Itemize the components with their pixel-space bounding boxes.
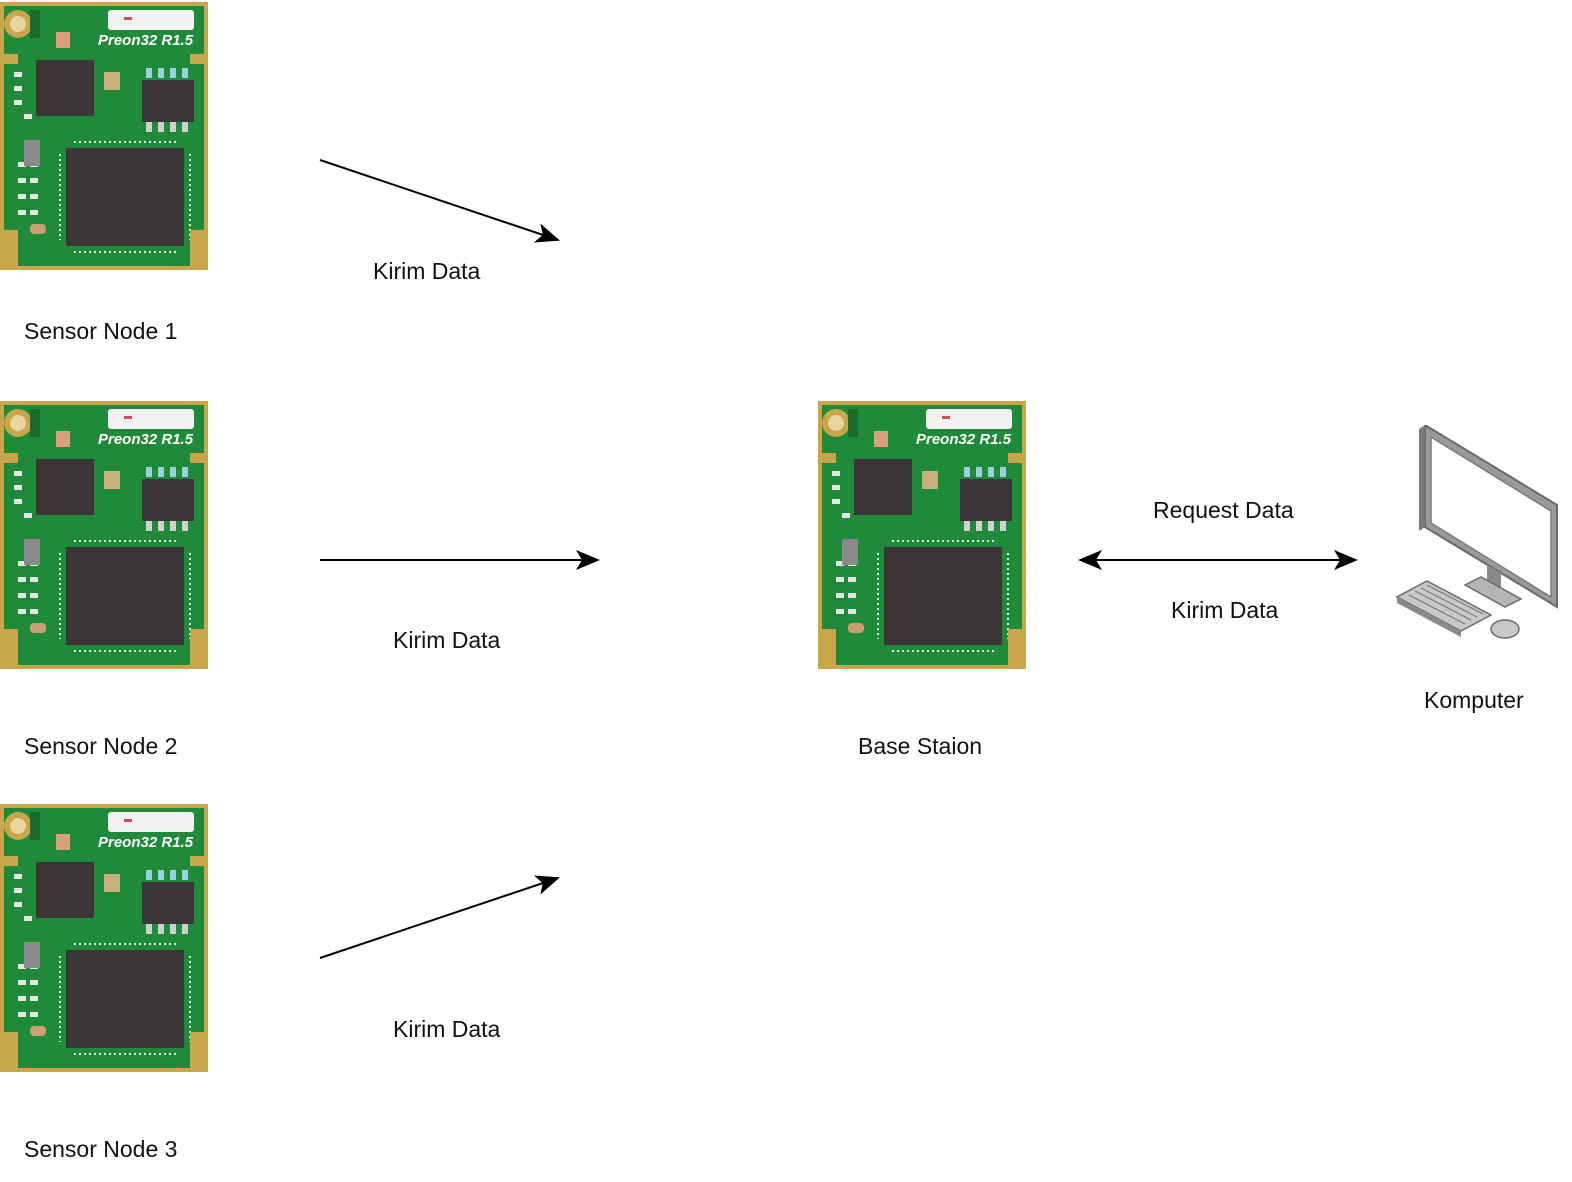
sensor-node-1-label: Sensor Node 1 xyxy=(24,318,178,344)
sensor-node-3-board: Preon32 R1.5 xyxy=(0,804,208,1072)
edge-label-sensor2: Kirim Data xyxy=(393,627,501,653)
board-silkscreen-text: Preon32 R1.5 xyxy=(98,431,194,448)
edge-label-request-data: Request Data xyxy=(1153,497,1294,523)
base-station-board: Preon32 R1.5 xyxy=(818,401,1026,669)
arrow-sensor1-to-base xyxy=(319,159,560,243)
board-silkscreen-text: Preon32 R1.5 xyxy=(98,32,194,49)
base-station-label: Base Staion xyxy=(858,733,983,759)
desktop-computer-icon xyxy=(1395,423,1560,645)
edge-label-sensor3: Kirim Data xyxy=(393,1016,501,1042)
board-silkscreen-text: Preon32 R1.5 xyxy=(98,834,194,851)
arrow-sensor3-to-base xyxy=(319,875,560,959)
sensor-node-3-label: Sensor Node 3 xyxy=(24,1136,178,1162)
board-silkscreen-text: Preon32 R1.5 xyxy=(916,431,1012,448)
sensor-node-2-label: Sensor Node 2 xyxy=(24,733,178,759)
computer-label: Komputer xyxy=(1424,687,1524,713)
edge-label-kirim-data-computer: Kirim Data xyxy=(1171,597,1279,623)
edge-label-sensor1: Kirim Data xyxy=(373,258,481,284)
sensor-node-2-board: Preon32 R1.5 xyxy=(0,401,208,669)
sensor-node-1-board: Preon32 R1.5 xyxy=(0,2,208,270)
